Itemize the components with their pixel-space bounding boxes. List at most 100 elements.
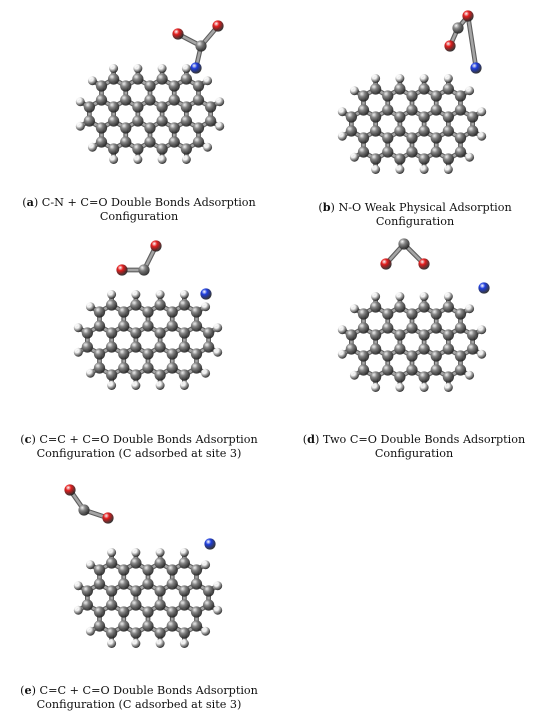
carbon-atom: [190, 578, 203, 590]
atom-layer: [337, 10, 487, 174]
carbon-atom: [142, 348, 154, 360]
carbon-atom: [442, 343, 454, 355]
carbon-atom: [178, 585, 190, 597]
oxygen-atom: [102, 512, 114, 524]
carbon-atom: [142, 606, 154, 618]
caption-d: (d) Two C=O Double Bonds Adsorption Conf…: [302, 432, 526, 460]
hydrogen-atom: [337, 107, 347, 117]
hydrogen-atom: [73, 347, 83, 357]
carbon-atom: [430, 132, 442, 144]
carbon-atom: [78, 504, 90, 516]
carbon-atom: [370, 111, 382, 123]
carbon-atom: [93, 320, 106, 332]
carbon-atom: [442, 125, 454, 137]
carbon-atom: [180, 143, 192, 155]
carbon-atom: [106, 557, 118, 569]
hydrogen-atom: [419, 292, 429, 301]
atom-layer: [337, 238, 490, 392]
carbon-atom: [180, 115, 192, 127]
carbon-atom: [180, 73, 192, 85]
carbon-atom: [130, 327, 142, 339]
carbon-atom: [106, 327, 118, 339]
nitrogen-atom: [204, 538, 216, 550]
hydrogen-atom: [395, 74, 405, 83]
hydrogen-atom: [477, 325, 487, 335]
carbon-atom: [203, 327, 215, 339]
carbon-atom: [467, 329, 479, 341]
carbon-atom: [454, 322, 467, 334]
carbon-atom: [442, 329, 454, 341]
carbon-atom: [166, 320, 178, 332]
hydrogen-atom: [443, 383, 453, 392]
carbon-atom: [154, 327, 166, 339]
hydrogen-atom: [337, 131, 347, 141]
hydrogen-atom: [443, 74, 453, 83]
caption-text-b: N-O Weak Physical Adsorption Configurati…: [338, 201, 512, 228]
carbon-atom: [442, 83, 454, 95]
carbon-atom: [120, 136, 132, 148]
carbon-atom: [406, 132, 418, 144]
carbon-atom: [120, 122, 132, 134]
carbon-atom: [130, 627, 142, 639]
hydrogen-atom: [133, 64, 143, 73]
hydrogen-atom: [109, 155, 119, 164]
carbon-atom: [118, 620, 130, 632]
hydrogen-atom: [203, 142, 213, 152]
hydrogen-atom: [181, 155, 191, 164]
carbon-atom: [192, 80, 205, 92]
carbon-atom: [442, 111, 454, 123]
carbon-atom: [166, 620, 178, 632]
carbon-atom: [178, 627, 190, 639]
hydrogen-atom: [215, 97, 225, 107]
carbon-atom: [382, 322, 394, 334]
carbon-atom: [168, 122, 180, 134]
carbon-atom: [394, 125, 406, 137]
hydrogen-atom: [201, 302, 211, 312]
carbon-atom: [118, 564, 130, 576]
hydrogen-atom: [395, 165, 405, 174]
carbon-atom: [83, 115, 95, 127]
carbon-atom: [370, 329, 382, 341]
hydrogen-atom: [75, 121, 85, 131]
carbon-atom: [394, 343, 406, 355]
caption-a: (a) C-N + C=O Double Bonds Adsorption Co…: [22, 195, 256, 223]
hydrogen-atom: [179, 381, 189, 390]
hydrogen-atom: [215, 121, 225, 131]
panel-label-a: a: [26, 195, 34, 209]
hydrogen-atom: [213, 581, 223, 591]
carbon-atom: [142, 306, 154, 318]
hydrogen-atom: [131, 548, 141, 557]
carbon-atom: [467, 343, 479, 355]
carbon-atom: [168, 80, 180, 92]
carbon-atom: [132, 115, 144, 127]
carbon-atom: [180, 101, 192, 113]
carbon-atom: [418, 125, 430, 137]
carbon-atom: [95, 94, 108, 106]
carbon-atom: [178, 327, 190, 339]
carbon-atom: [357, 308, 370, 320]
hydrogen-atom: [395, 383, 405, 392]
carbon-atom: [154, 557, 166, 569]
hydrogen-atom: [419, 165, 429, 174]
hydrogen-atom: [181, 64, 191, 73]
carbon-atom: [382, 350, 394, 362]
hydrogen-atom: [337, 349, 347, 359]
carbon-atom: [192, 94, 205, 106]
carbon-atom: [394, 83, 406, 95]
carbon-atom: [142, 578, 154, 590]
hydrogen-atom: [349, 86, 359, 96]
caption-b: (b) N-O Weak Physical Adsorption Configu…: [318, 200, 512, 228]
carbon-atom: [442, 301, 454, 313]
carbon-atom: [118, 606, 130, 618]
carbon-atom: [178, 299, 190, 311]
oxygen-atom: [462, 10, 474, 22]
carbon-atom: [118, 348, 130, 360]
carbon-atom: [138, 264, 150, 276]
carbon-atom: [370, 153, 382, 165]
hydrogen-atom: [179, 639, 189, 648]
hydrogen-atom: [179, 548, 189, 557]
hydrogen-atom: [87, 142, 97, 152]
carbon-atom: [370, 125, 382, 137]
hydrogen-atom: [73, 323, 83, 333]
carbon-atom: [130, 341, 142, 353]
